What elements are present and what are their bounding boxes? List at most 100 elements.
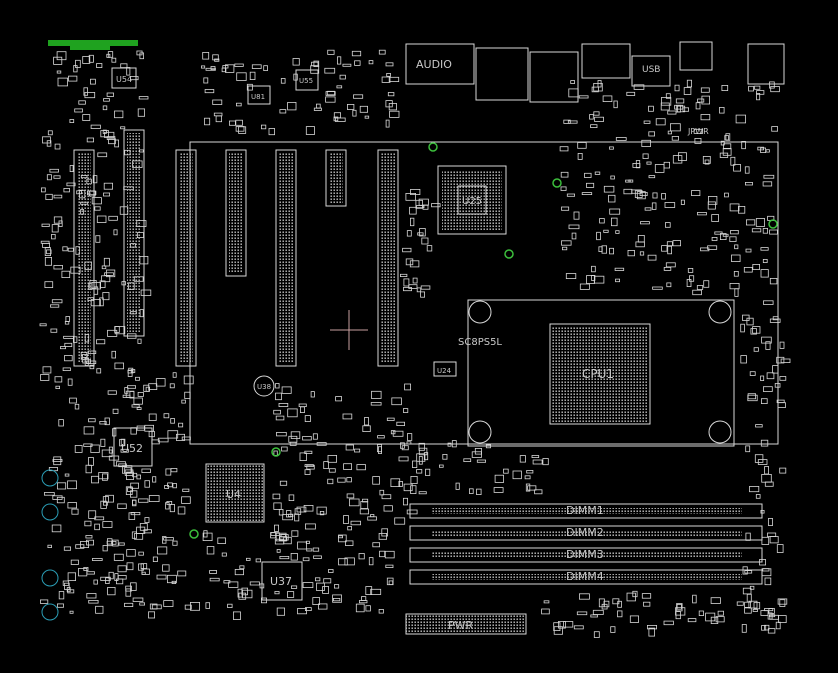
component (368, 60, 374, 65)
component (152, 556, 158, 562)
component (327, 478, 334, 485)
component (137, 108, 145, 117)
component (672, 155, 683, 164)
component (41, 187, 46, 193)
component (281, 446, 288, 452)
component (57, 482, 67, 490)
component (372, 542, 380, 548)
component (148, 495, 160, 502)
mount-hole (41, 569, 59, 587)
component (761, 398, 768, 405)
component (764, 466, 769, 475)
component (157, 437, 169, 443)
component (133, 276, 144, 282)
component (336, 85, 343, 89)
component (299, 452, 307, 461)
crosshair (330, 310, 368, 350)
component (332, 594, 342, 603)
component (133, 397, 143, 405)
component (359, 508, 370, 515)
component (603, 600, 610, 608)
component (304, 523, 316, 530)
dimm-slot-1 (409, 503, 763, 519)
component (96, 339, 106, 345)
slot-7 (377, 149, 399, 367)
component (720, 233, 727, 240)
component (75, 246, 80, 255)
component (531, 455, 540, 458)
component (111, 57, 117, 63)
component (731, 254, 741, 262)
component (212, 99, 223, 105)
component (306, 548, 313, 552)
component (290, 431, 301, 439)
component (255, 558, 262, 563)
component (764, 624, 770, 631)
component (352, 109, 357, 117)
component (628, 179, 634, 183)
component (418, 456, 423, 465)
component (166, 574, 177, 584)
component (769, 81, 775, 89)
component (278, 402, 289, 407)
component (172, 372, 177, 378)
component (209, 570, 218, 574)
component (693, 128, 703, 134)
component (40, 374, 50, 381)
component (299, 406, 305, 413)
component (169, 383, 175, 389)
component (774, 383, 781, 388)
component (777, 598, 788, 605)
component (652, 192, 658, 199)
component (593, 111, 600, 116)
component (304, 607, 312, 611)
component (755, 424, 763, 428)
component (184, 391, 191, 399)
component (767, 532, 777, 537)
component (249, 71, 256, 80)
component (563, 119, 571, 124)
component (107, 587, 116, 596)
component (377, 446, 382, 454)
component (304, 464, 314, 468)
component (49, 168, 59, 173)
component (647, 254, 657, 261)
component (370, 514, 375, 518)
component (643, 120, 651, 124)
component (304, 469, 311, 475)
component (42, 136, 51, 144)
component (694, 137, 702, 144)
component (654, 164, 665, 173)
component (639, 251, 645, 256)
component (163, 413, 170, 419)
component (305, 540, 310, 545)
silkscreen-green-strip (48, 40, 138, 46)
component (202, 532, 213, 541)
component (140, 289, 152, 296)
component (745, 532, 751, 541)
component (632, 590, 638, 598)
component (143, 384, 150, 392)
component (276, 431, 287, 437)
component (306, 464, 315, 470)
component (232, 611, 241, 620)
component (363, 417, 369, 426)
dimm3-label: DIMM3 (566, 548, 604, 561)
component (667, 245, 673, 255)
component (235, 102, 242, 107)
component (152, 476, 157, 483)
component (378, 49, 386, 55)
component (468, 488, 474, 494)
component (286, 591, 295, 598)
component (425, 468, 431, 476)
component (594, 171, 601, 175)
component (692, 594, 697, 604)
component (675, 104, 681, 113)
component (129, 76, 139, 81)
component (451, 440, 457, 448)
component (724, 192, 729, 198)
u25-label: U25 (462, 196, 482, 207)
component (205, 67, 216, 71)
component (762, 181, 773, 187)
component (570, 80, 576, 84)
